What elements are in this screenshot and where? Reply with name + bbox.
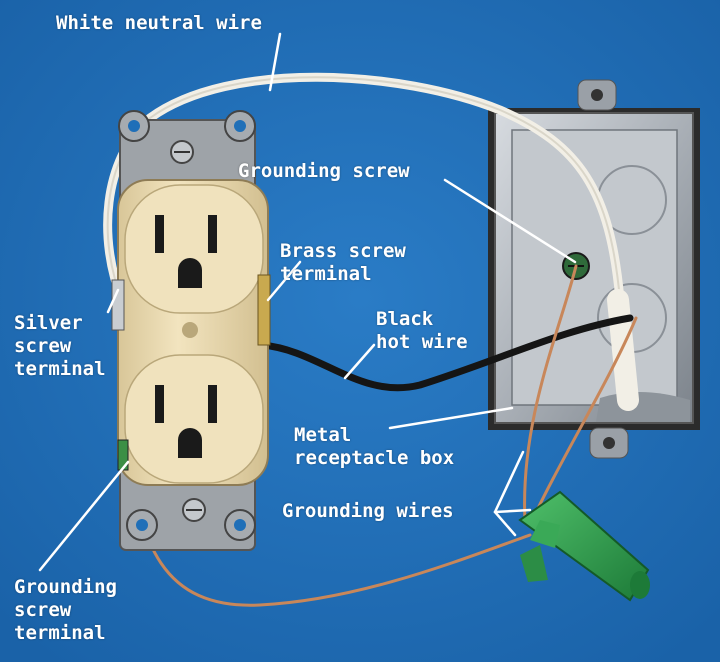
label-black-hot-wire: Black hot wire: [376, 308, 468, 353]
black-hot-wire-line: [258, 314, 634, 392]
label-metal-receptacle-box: Metal receptacle box: [294, 424, 455, 469]
label-grounding-wires: Grounding wires: [282, 500, 454, 522]
label-brass-screw-terminal: Brass screw terminal: [280, 240, 406, 285]
cable-sheath: [607, 289, 639, 411]
label-grounding-screw: Grounding screw: [238, 160, 410, 182]
wire-nut-icon: [518, 490, 650, 602]
metal-box-icon: [488, 79, 700, 459]
label-white-neutral-wire: White neutral wire: [56, 12, 262, 34]
callout-lines: [38, 32, 577, 572]
label-grounding-screw-terminal: Grounding screw terminal: [14, 576, 117, 644]
duplex-receptacle-icon: [111, 110, 271, 551]
label-silver-screw-terminal: Silver screw terminal: [14, 312, 106, 380]
